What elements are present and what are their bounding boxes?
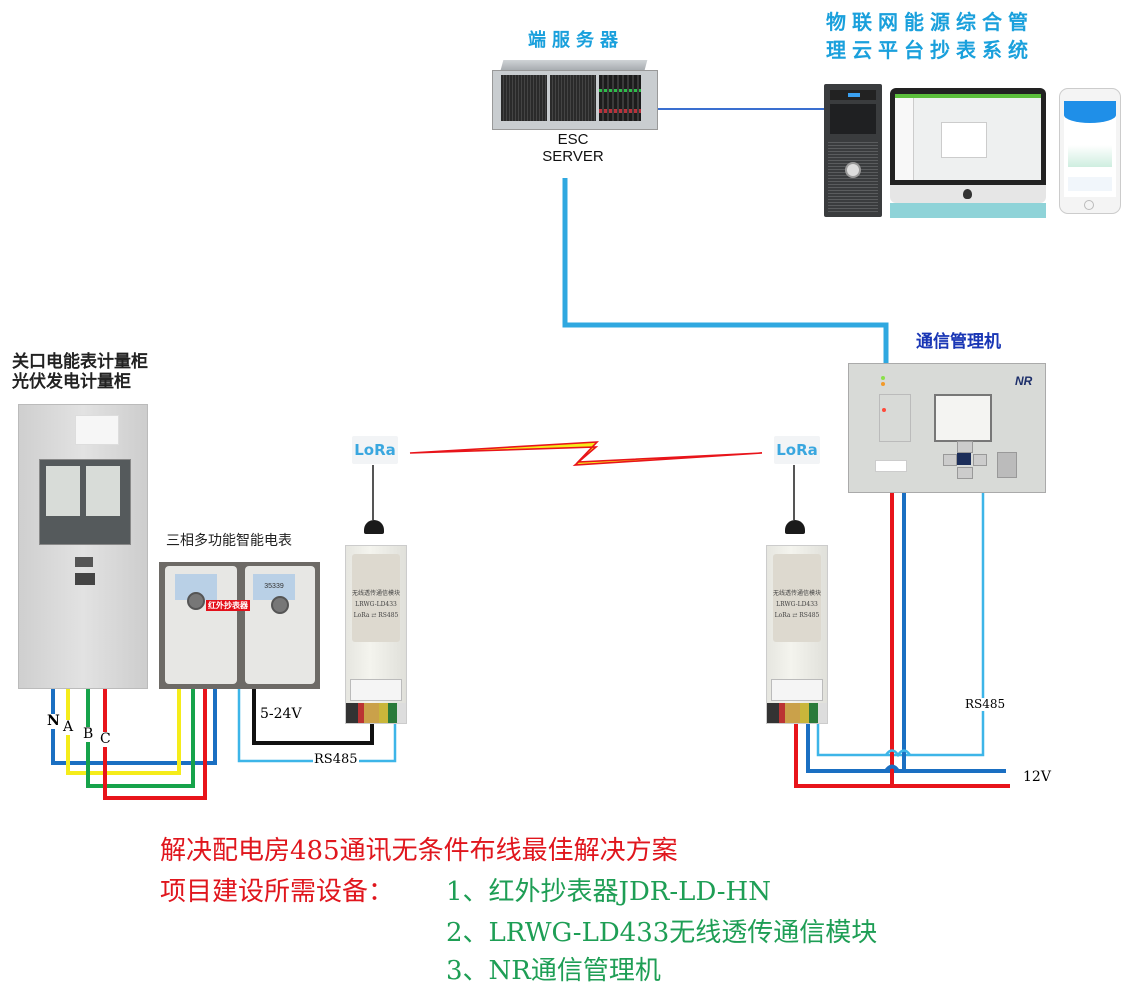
module-protocol: LoRa ⇄ RS485 <box>353 612 399 619</box>
module-model: LRWG-LD433 <box>355 601 397 608</box>
cabinet-title: 关口电能表计量柜 光伏发电计量柜 <box>12 352 148 392</box>
cloud-platform-title-line1: 物联网能源综合管 <box>826 10 1034 34</box>
cloud-platform-title-line2: 理云平台抄表系统 <box>826 38 1034 62</box>
equipment-item-1: 1、红外抄表器JDR-LD-HN <box>446 877 771 907</box>
comm-manager-device: NR <box>848 363 1046 493</box>
monitor <box>890 88 1046 218</box>
lora-module-left: 无线透传通信模块 LRWG-LD433 LoRa ⇄ RS485 <box>345 545 407 724</box>
wire-rs485-right <box>816 490 985 757</box>
lora-badge-left: LoRa <box>352 436 398 464</box>
wire-power-left <box>252 688 374 745</box>
wire-hop <box>884 764 900 773</box>
apple-logo-icon <box>963 189 972 199</box>
mobile-phone <box>1059 88 1121 214</box>
wireless-link-bolt <box>409 441 763 466</box>
equipment-item-3: 3、NR通信管理机 <box>446 956 661 986</box>
server-image <box>492 60 658 130</box>
phase-label-c: C <box>100 731 111 747</box>
rs485-label-left: RS485 <box>313 752 359 767</box>
server-label: ESC SERVER <box>536 131 610 165</box>
meter-display: 35339 <box>253 574 295 600</box>
meter-title: 三相多功能智能电表 <box>166 533 292 549</box>
module-name: 无线透传通信模块 <box>352 590 401 597</box>
power-label-left: 5-24V <box>260 706 302 722</box>
wire-hop <box>884 749 912 758</box>
smart-meters: 35339 红外抄表器 <box>159 562 320 689</box>
wire-power-right-positive <box>794 722 1010 788</box>
wire-phase-c <box>103 688 207 800</box>
cabinet-title-line2: 光伏发电计量柜 <box>12 372 131 392</box>
rs485-label-right: RS485 <box>965 697 1006 711</box>
wire-power-right-negative <box>806 722 1006 773</box>
comm-manager-title: 通信管理机 <box>916 332 1001 352</box>
lora-module-right: 无线透传通信模块 LRWG-LD433 LoRa ⇄ RS485 <box>766 545 828 724</box>
module-model: LRWG-LD433 <box>776 601 818 608</box>
server-comm-link <box>562 178 889 368</box>
metering-cabinet <box>18 404 148 689</box>
power-label-right: 12V <box>1023 769 1051 785</box>
phase-label-b: B <box>83 726 94 742</box>
equipment-item-2: 2、LRWG-LD433无线透传通信模块 <box>446 918 878 948</box>
tower-pc <box>824 84 882 217</box>
cloud-platform-title: 物联网能源综合管 理云平台抄表系统 <box>826 8 1034 64</box>
lora-badge-right: LoRa <box>774 436 820 464</box>
cabinet-title-line1: 关口电能表计量柜 <box>12 352 148 372</box>
antenna-base-right-icon <box>785 520 805 534</box>
module-name: 无线透传通信模块 <box>773 590 822 597</box>
server-title: 端服务器 <box>528 30 624 51</box>
phase-label-n: N <box>47 713 60 729</box>
wire-neutral <box>51 688 217 765</box>
ir-reader-tag: 红外抄表器 <box>206 600 250 611</box>
equipment-label: 项目建设所需设备： <box>160 877 395 907</box>
phase-label-a: A <box>63 719 74 735</box>
server-label-line1: ESC <box>557 131 589 148</box>
antenna-base-left-icon <box>364 520 384 534</box>
server-label-line2: SERVER <box>542 148 604 165</box>
solution-headline: 解决配电房485通讯无条件布线最佳解决方案 <box>160 836 678 866</box>
module-protocol: LoRa ⇄ RS485 <box>774 612 820 619</box>
nr-brand-logo: NR <box>1015 374 1033 388</box>
